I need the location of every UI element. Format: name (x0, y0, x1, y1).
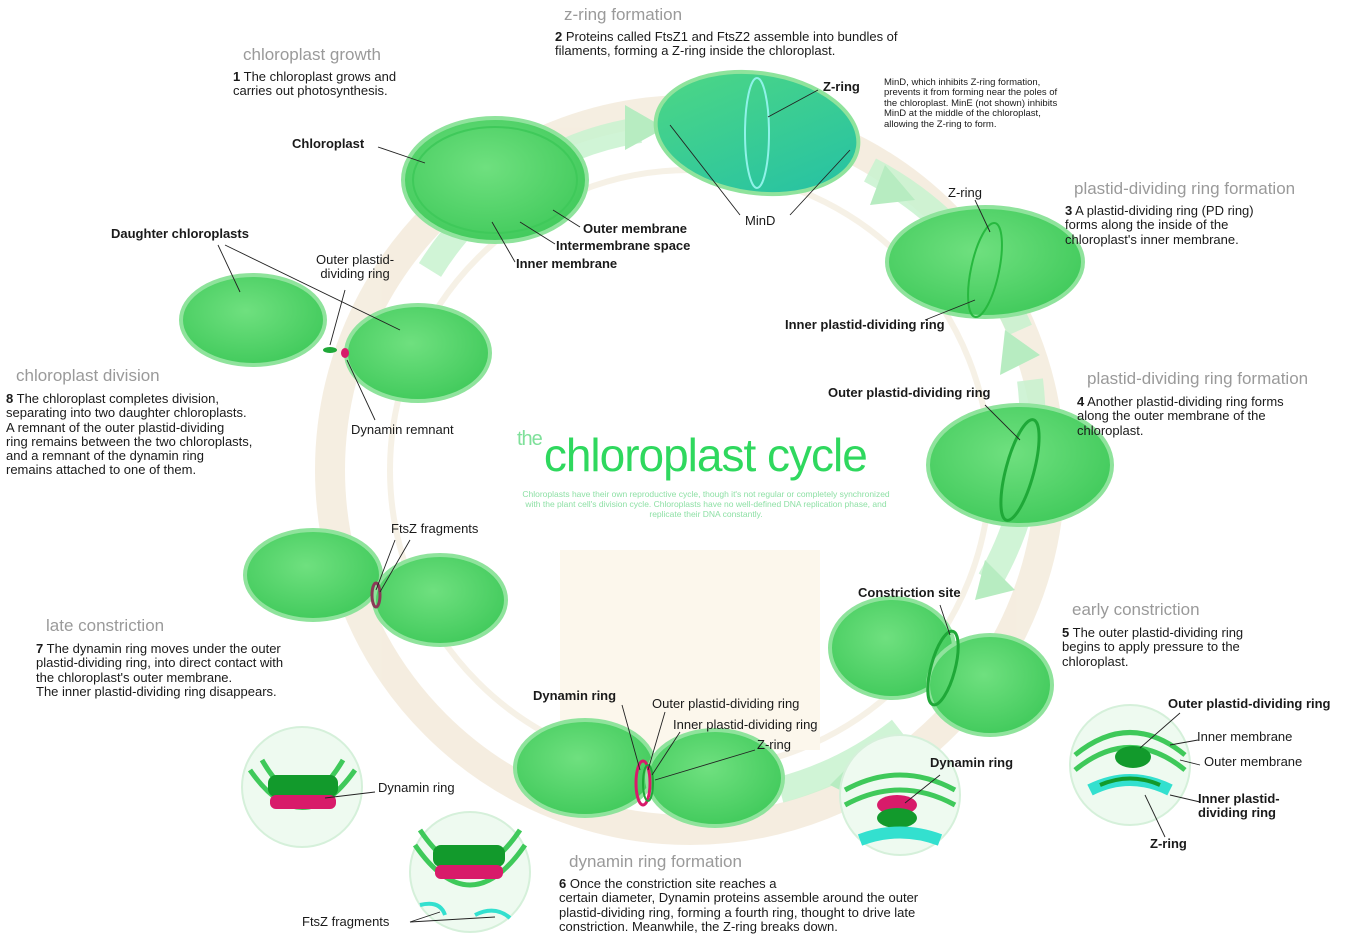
stage4-description: 4 Another plastid-dividing ring forms al… (1077, 395, 1284, 438)
label-detail5-inner-pd-ring: Inner plastid- dividing ring (1198, 792, 1280, 821)
title-main: chloroplast cycle (544, 429, 867, 481)
stage1-title: chloroplast growth (240, 46, 384, 65)
stage8-text: The chloroplast completes division, sepa… (6, 391, 252, 477)
stage5-number: 5 (1062, 625, 1069, 640)
stage4-number: 4 (1077, 394, 1084, 409)
label-stage6-inner-pd-ring: Inner plastid-dividing ring (673, 718, 818, 732)
stage8-title: chloroplast division (13, 367, 163, 386)
stage7-number: 7 (36, 641, 43, 656)
stage7-text: The dynamin ring moves under the outer p… (36, 641, 283, 699)
stage6-number: 6 (559, 876, 566, 891)
label-dynamin-remnant: Dynamin remnant (351, 423, 454, 437)
stage2-text: Proteins called FtsZ1 and FtsZ2 assemble… (555, 29, 898, 58)
detail-circle-stage5 (1070, 705, 1190, 825)
label-constriction-site: Constriction site (858, 586, 961, 600)
stage5-text: The outer plastid-dividing ring begins t… (1062, 625, 1243, 669)
stage5-title: early constriction (1069, 601, 1203, 620)
detail-circle-stage6 (840, 735, 960, 855)
stage1-text: The chloroplast grows and carries out ph… (233, 69, 396, 98)
stage6-title: dynamin ring formation (566, 853, 745, 872)
label-intermembrane-space: Intermembrane space (556, 239, 690, 253)
chloroplast-stage1 (403, 118, 587, 242)
stage6-description: 6 Once the constriction site reaches a c… (559, 877, 918, 934)
stage2-description: 2 Proteins called FtsZ1 and FtsZ2 assemb… (555, 30, 898, 59)
stage6-text: Once the constriction site reaches a cer… (559, 876, 918, 934)
stage7-description: 7 The dynamin ring moves under the outer… (36, 642, 283, 699)
label-inner-membrane: Inner membrane (516, 257, 617, 271)
stage4-title: plastid-dividing ring formation (1084, 370, 1311, 389)
label-zring-stage2: Z-ring (823, 80, 860, 94)
stage3-description: 3 A plastid-dividing ring (PD ring) form… (1065, 204, 1254, 247)
chloroplast-stage3 (887, 207, 1083, 320)
label-ftsz-fragments-bottom: FtsZ fragments (302, 915, 389, 929)
label-chloroplast: Chloroplast (292, 137, 364, 151)
label-zring-stage3: Z-ring (948, 186, 982, 200)
label-outer-pd-ring-stage4: Outer plastid-dividing ring (828, 386, 991, 400)
detail-circle-stage7a (242, 727, 362, 847)
stage8-description: 8 The chloroplast completes division, se… (6, 392, 252, 478)
stage7-title: late constriction (43, 617, 167, 636)
label-outer-pd-ring-stage8: Outer plastid- dividing ring (316, 253, 394, 282)
label-inner-pd-ring: Inner plastid-dividing ring (785, 318, 945, 332)
stage1-number: 1 (233, 69, 240, 84)
label-stage6-zring: Z-ring (757, 738, 791, 752)
label-detail5-zring: Z-ring (1150, 837, 1187, 851)
label-stage6-dynamin-ring: Dynamin ring (533, 689, 616, 703)
stage3-text: A plastid-dividing ring (PD ring) forms … (1065, 203, 1254, 247)
diagram-title: thechloroplast cycle (517, 428, 867, 482)
label-stage6-outer-pd-ring: Outer plastid-dividing ring (652, 697, 799, 711)
label-outer-membrane: Outer membrane (583, 222, 687, 236)
stage5-description: 5 The outer plastid-dividing ring begins… (1062, 626, 1243, 669)
stage2-number: 2 (555, 29, 562, 44)
label-detail6-dynamin-ring: Dynamin ring (930, 756, 1013, 770)
label-detail5-outer-pd-ring: Outer plastid-dividing ring (1168, 697, 1331, 711)
label-detail5-outer-membrane: Outer membrane (1204, 755, 1302, 769)
label-mind: MinD (745, 214, 775, 228)
stage3-number: 3 (1065, 203, 1072, 218)
stage1-description: 1 The chloroplast grows and carries out … (233, 70, 396, 99)
label-daughter-chloroplasts: Daughter chloroplasts (111, 227, 249, 241)
detail-circle-stage7b (410, 812, 530, 932)
stage4-text: Another plastid-dividing ring forms alon… (1077, 394, 1284, 438)
diagram-subtitle: Chloroplasts have their own reproductive… (516, 490, 896, 519)
title-prefix: the (517, 428, 542, 450)
label-ftsz-fragments-stage7: FtsZ fragments (391, 522, 478, 536)
stage2-title: z-ring formation (561, 6, 685, 25)
stage3-title: plastid-dividing ring formation (1071, 180, 1298, 199)
label-detail5-inner-membrane: Inner membrane (1197, 730, 1292, 744)
label-detail7-dynamin-ring: Dynamin ring (378, 781, 455, 795)
mind-note: MinD, which inhibits Z-ring formation, p… (884, 78, 1057, 130)
stage8-number: 8 (6, 391, 13, 406)
